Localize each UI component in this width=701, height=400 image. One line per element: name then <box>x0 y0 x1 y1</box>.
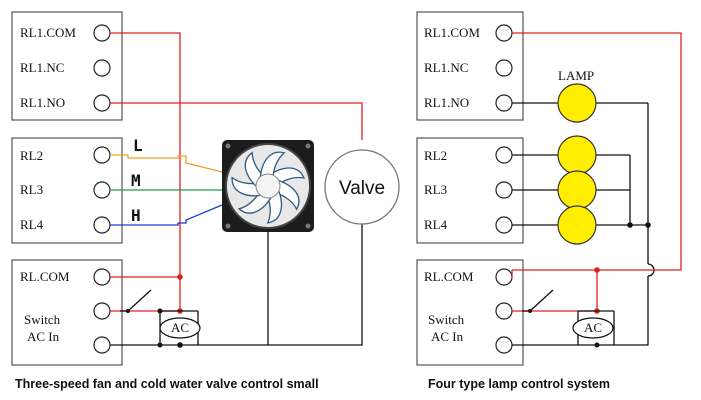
terminal-icon <box>93 24 111 42</box>
right-panel: RL1.COM RL1.NC RL1.NO RL2 RL3 RL4 RL.COM… <box>416 11 682 391</box>
label-rl1-no: RL1.NO <box>424 95 469 110</box>
left-caption: Three-speed fan and cold water valve con… <box>15 377 319 391</box>
wire-speed-low <box>110 154 223 173</box>
label-rl-com: RL.COM <box>20 269 70 284</box>
terminal-icon <box>495 336 513 354</box>
terminal-icon <box>93 216 111 234</box>
label-rl1-nc: RL1.NC <box>424 60 468 75</box>
fan-icon <box>222 140 314 232</box>
wire-neutral <box>110 220 363 346</box>
wire-neutral <box>512 276 649 346</box>
label-ac-in: AC In <box>431 329 464 344</box>
wire-switch-red <box>512 270 598 312</box>
terminal-icon <box>495 59 513 77</box>
label-rl4: RL4 <box>424 217 448 232</box>
lamp-icon <box>557 83 597 123</box>
label-ac-in: AC In <box>27 329 60 344</box>
speed-label-m: M <box>131 171 141 190</box>
terminal-icon <box>495 94 513 112</box>
lamp-label: LAMP <box>558 68 594 83</box>
valve-label: Valve <box>339 178 385 199</box>
terminal-icon <box>93 181 111 199</box>
left-panel: RL1.COM RL1.NC RL1.NO RL2 RL3 RL4 RL.COM… <box>11 11 400 391</box>
lamp-icon <box>557 170 597 210</box>
terminal-icon <box>93 146 111 164</box>
valve-icon: Valve <box>324 149 400 225</box>
wire-com-red <box>110 32 181 278</box>
label-rl-com: RL.COM <box>424 269 474 284</box>
label-switch: Switch <box>24 312 61 327</box>
wire-no-to-valve <box>110 102 363 140</box>
terminal-icon <box>495 181 513 199</box>
label-switch: Switch <box>428 312 465 327</box>
terminal-icon <box>93 302 111 320</box>
switch-icon <box>120 289 152 313</box>
terminal-icon <box>93 94 111 112</box>
label-rl3: RL3 <box>20 182 43 197</box>
switch-icon <box>522 289 554 313</box>
speed-label-l: L <box>133 136 143 155</box>
lamp-icon <box>557 205 597 245</box>
label-rl1-com: RL1.COM <box>424 25 480 40</box>
label-rl3: RL3 <box>424 182 447 197</box>
label-rl2: RL2 <box>424 148 447 163</box>
ac-source-icon: AC <box>157 311 201 348</box>
ac-label: AC <box>584 320 602 335</box>
ac-source-icon: AC <box>572 311 615 348</box>
terminal-icon <box>495 24 513 42</box>
terminal-icon <box>495 302 513 320</box>
terminal-icon <box>93 336 111 354</box>
label-rl1-nc: RL1.NC <box>20 60 64 75</box>
right-caption: Four type lamp control system <box>428 377 610 391</box>
label-rl4: RL4 <box>20 217 44 232</box>
terminal-icon <box>495 216 513 234</box>
label-rl1-com: RL1.COM <box>20 25 76 40</box>
terminal-icon <box>93 268 111 286</box>
lamp-icon <box>557 135 597 175</box>
label-rl2: RL2 <box>20 148 43 163</box>
label-rl1-no: RL1.NO <box>20 95 65 110</box>
wire-speed-high <box>110 204 223 226</box>
terminal-icon <box>93 59 111 77</box>
speed-label-h: H <box>131 206 141 225</box>
ac-label: AC <box>171 320 189 335</box>
wire-com-red <box>512 32 682 271</box>
terminal-icon <box>495 268 513 286</box>
terminal-icon <box>495 146 513 164</box>
